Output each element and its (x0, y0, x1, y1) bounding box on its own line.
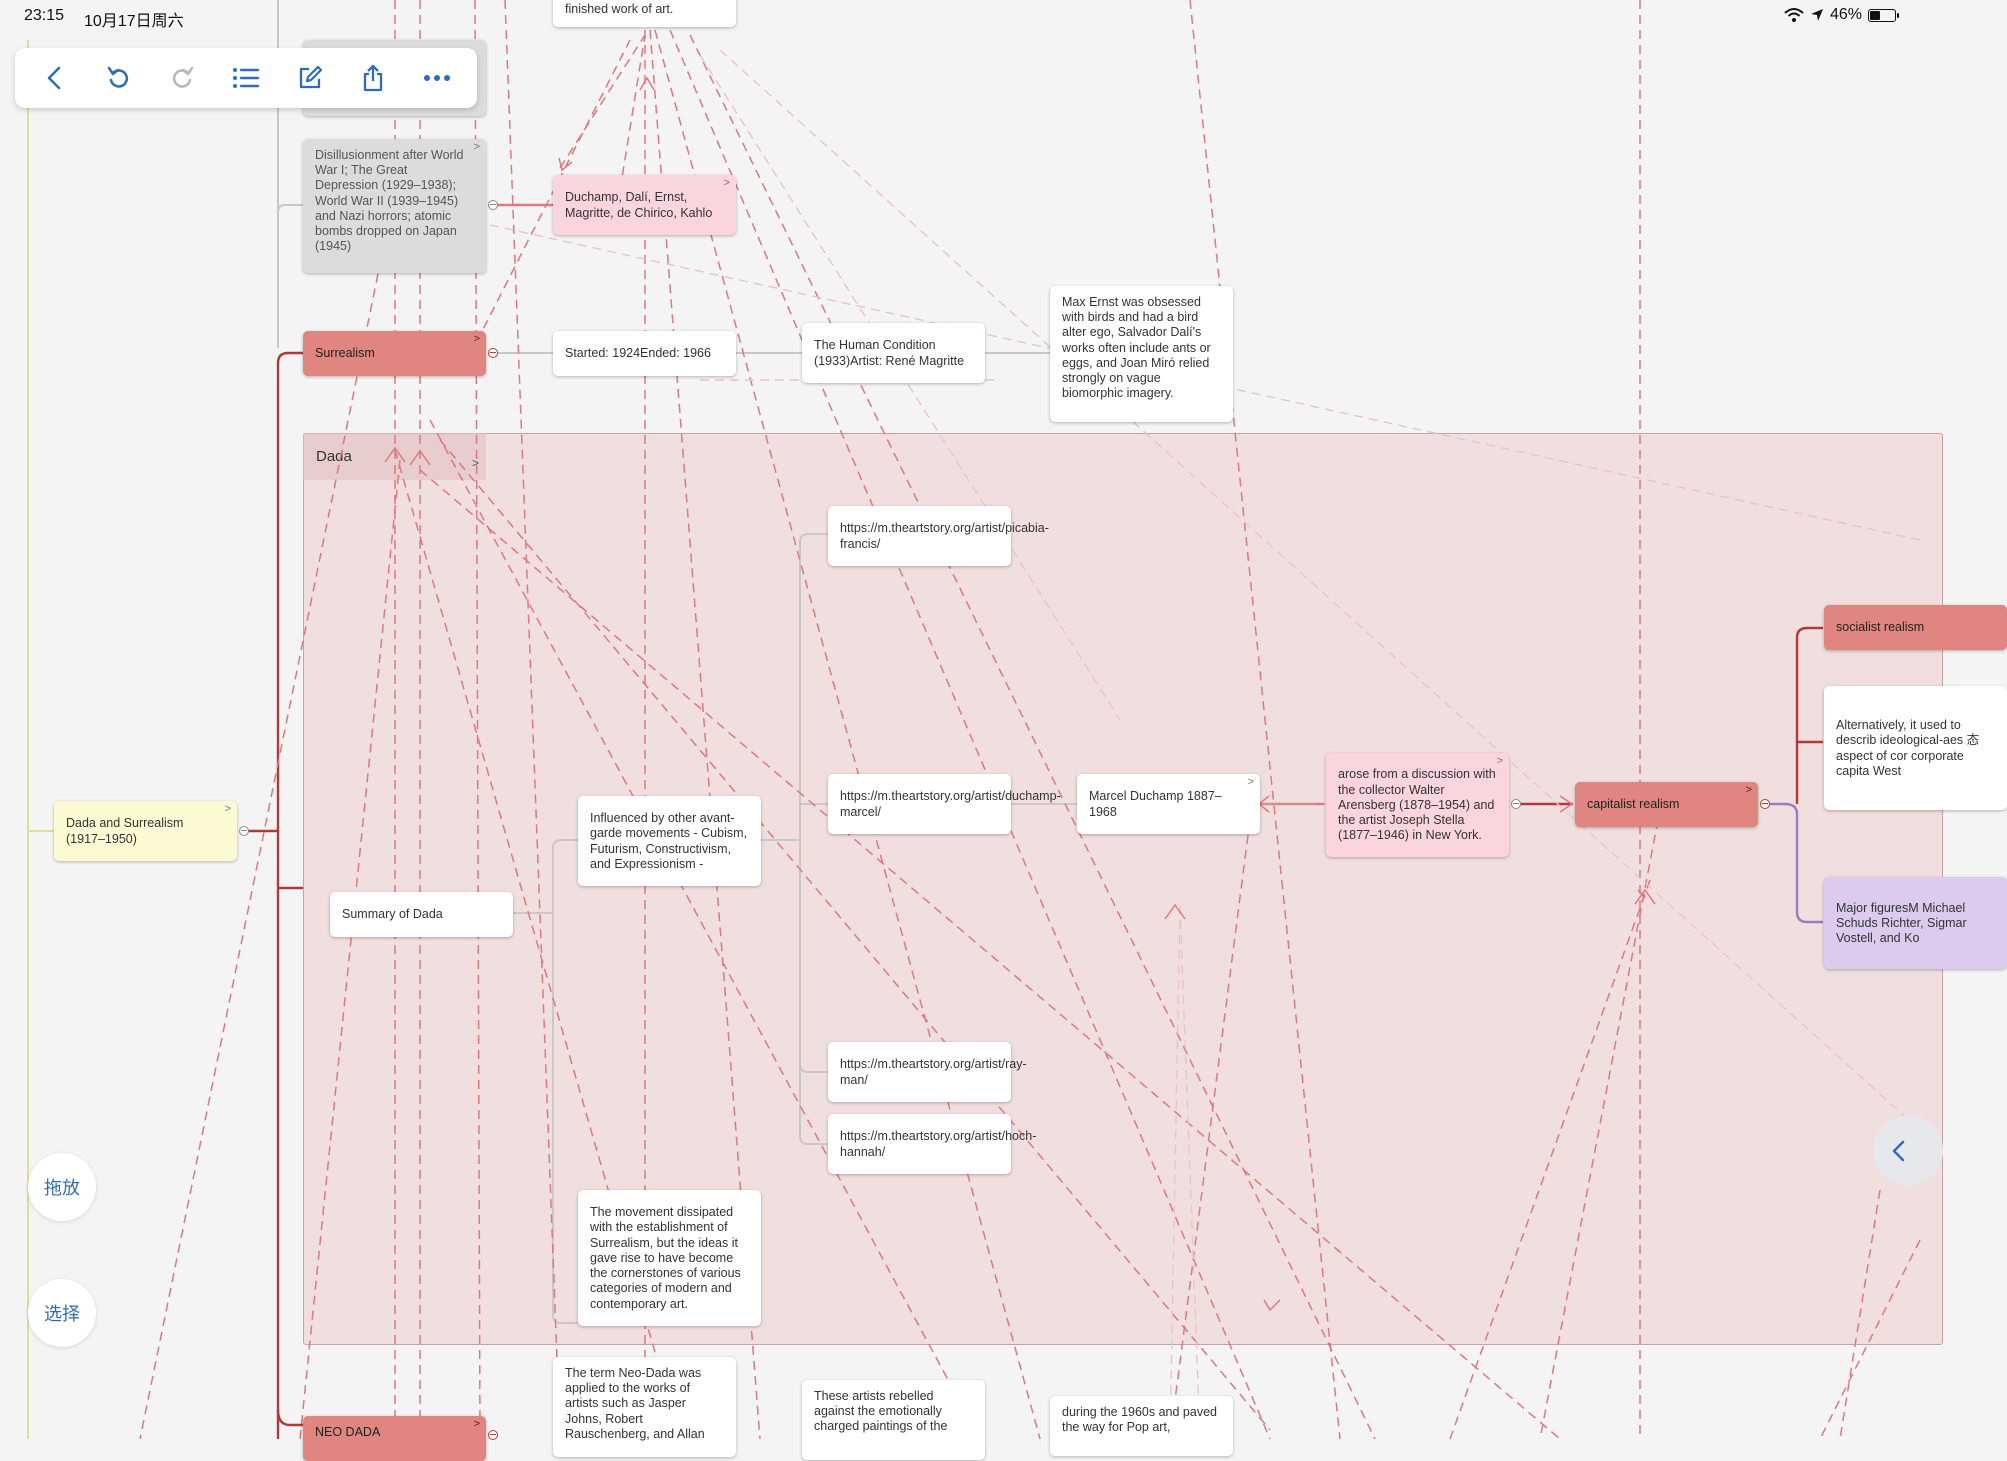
location-arrow-icon (1810, 9, 1823, 21)
node-socialist-realism[interactable]: socialist realism (1824, 605, 2007, 650)
node-artists-rebelled[interactable]: These artists rebelled against the emoti… (802, 1380, 985, 1460)
node-text: arose from a discussion with the collect… (1338, 767, 1496, 843)
outline-list-icon (232, 68, 260, 88)
node-alternatively[interactable]: Alternatively, it used to describ ideolo… (1824, 686, 2007, 810)
chevron-right-icon[interactable]: > (224, 803, 231, 815)
node-text: Duchamp, Dalí, Ernst, Magritte, de Chiri… (565, 190, 713, 220)
outline-button[interactable] (226, 58, 266, 98)
node-human-condition[interactable]: The Human Condition (1933)Artist: René M… (802, 323, 985, 383)
undo-button[interactable] (99, 58, 139, 98)
node-text: Max Ernst was obsessed with birds and ha… (1062, 295, 1211, 401)
drag-drop-label: 拖放 (44, 1178, 80, 1199)
node-marcel-duchamp[interactable]: Marcel Duchamp 1887–1968 > (1077, 774, 1260, 834)
select-label: 选择 (44, 1304, 80, 1325)
collapse-toggle[interactable] (1760, 799, 1770, 809)
redo-icon (173, 66, 194, 88)
drag-drop-button[interactable]: 拖放 (28, 1153, 96, 1221)
back-icon (47, 66, 61, 90)
collapse-toggle[interactable] (239, 826, 249, 836)
node-neo-dada-term[interactable]: The term Neo-Dada was applied to the wor… (553, 1357, 736, 1457)
dada-boundary-title: Dada (316, 448, 352, 465)
node-text: https://m.theartstory.org/artist/ray-man… (840, 1057, 1027, 1087)
edit-icon (299, 65, 322, 89)
top-toolbar (15, 48, 477, 108)
node-text: finished work of art. (565, 2, 674, 17)
node-neo-dada[interactable]: NEO DADA > (303, 1416, 486, 1461)
node-influenced[interactable]: Influenced by other avant-garde movement… (578, 796, 761, 886)
node-text: during the 1960s and paved the way for P… (1062, 1405, 1217, 1435)
node-text: Major figuresM Michael Schuds Richter, S… (1836, 900, 1967, 946)
node-movement-dissipated[interactable]: The movement dissipated with the establi… (578, 1190, 761, 1326)
undo-icon (107, 66, 128, 88)
node-text: The term Neo-Dada was applied to the wor… (565, 1366, 705, 1441)
battery-icon (1868, 8, 1899, 22)
node-url-duchamp[interactable]: https://m.theartstory.org/artist/duchamp… (828, 774, 1061, 834)
node-surrealism[interactable]: Surrealism > (303, 331, 486, 376)
node-text: Disillusionment after World War I; The G… (315, 148, 464, 254)
more-button[interactable] (417, 58, 457, 98)
node-url-ray-man[interactable]: https://m.theartstory.org/artist/ray-man… (828, 1042, 1027, 1102)
status-indicators: 46% (1784, 6, 1899, 24)
wifi-icon (1784, 8, 1804, 22)
node-disillusionment[interactable]: Disillusionment after World War I; The G… (303, 139, 486, 273)
node-text: Alternatively, it used to describ ideolo… (1836, 718, 1980, 778)
node-top-artwork[interactable]: finished work of art. (553, 0, 736, 27)
more-icon (424, 75, 451, 81)
status-time: 23:15 (24, 7, 65, 24)
node-text: https://m.theartstory.org/artist/hoch-ha… (840, 1129, 1037, 1159)
collapse-toggle[interactable] (488, 200, 498, 210)
chevron-right-icon[interactable]: > (1745, 784, 1752, 796)
chevron-right-icon[interactable]: > (473, 1418, 480, 1430)
chevron-left-icon (1892, 1140, 1905, 1162)
redo-button[interactable] (162, 58, 202, 98)
share-icon (364, 64, 383, 92)
node-text: socialist realism (1836, 620, 1925, 635)
node-major-figures[interactable]: Major figuresM Michael Schuds Richter, S… (1824, 877, 2007, 969)
chevron-right-icon[interactable]: > (473, 141, 480, 153)
node-arose-from-discussion[interactable]: arose from a discussion with the collect… (1326, 753, 1509, 857)
node-text: Marcel Duchamp 1887–1968 (1089, 789, 1222, 819)
node-text: Surrealism (315, 346, 375, 361)
node-text: https://m.theartstory.org/artist/picabia… (840, 521, 1049, 551)
node-dada-and-surrealism[interactable]: Dada and Surrealism (1917–1950) > (54, 801, 237, 861)
chevron-right-icon[interactable]: > (1247, 776, 1254, 788)
node-dates[interactable]: Started: 1924Ended: 1966 (553, 331, 736, 376)
battery-percent: 46% (1829, 6, 1862, 23)
node-text: These artists rebelled against the emoti… (814, 1389, 948, 1434)
node-text: capitalist realism (1587, 797, 1680, 812)
collapse-toggle[interactable] (488, 348, 498, 358)
node-url-picabia[interactable]: https://m.theartstory.org/artist/picabia… (828, 506, 1049, 566)
back-button[interactable] (35, 58, 75, 98)
status-bar: 23:15 10月17日周六 46% (0, 0, 1920, 32)
node-text: Influenced by other avant-garde movement… (590, 811, 748, 871)
node-text: Summary of Dada (342, 907, 443, 922)
node-url-hoch[interactable]: https://m.theartstory.org/artist/hoch-ha… (828, 1114, 1036, 1174)
collapse-toggle[interactable] (488, 1430, 498, 1440)
chevron-right-icon[interactable]: > (723, 177, 730, 189)
node-text: Started: 1924Ended: 1966 (565, 346, 711, 361)
chevron-right-icon[interactable]: > (1496, 755, 1503, 767)
side-panel-toggle[interactable] (1873, 1116, 1943, 1186)
node-capitalist-realism[interactable]: capitalist realism > (1575, 782, 1758, 827)
node-text: Dada and Surrealism (1917–1950) (66, 816, 184, 846)
node-text: https://m.theartstory.org/artist/duchamp… (840, 789, 1061, 819)
node-text: The movement dissipated with the establi… (590, 1205, 741, 1311)
select-button[interactable]: 选择 (28, 1279, 96, 1347)
node-max-ernst[interactable]: Max Ernst was obsessed with birds and ha… (1050, 286, 1233, 422)
dada-boundary[interactable] (303, 433, 1943, 1345)
node-artists[interactable]: Duchamp, Dalí, Ernst, Magritte, de Chiri… (553, 175, 736, 235)
chevron-right-icon[interactable]: > (472, 456, 480, 470)
node-text: The Human Condition (1933)Artist: René M… (814, 338, 965, 368)
collapse-toggle[interactable] (1511, 799, 1521, 809)
share-button[interactable] (353, 58, 393, 98)
chevron-right-icon[interactable]: > (473, 333, 480, 345)
node-during-1960s[interactable]: during the 1960s and paved the way for P… (1050, 1396, 1233, 1456)
node-summary-of-dada[interactable]: Summary of Dada (330, 892, 513, 937)
node-text: NEO DADA (315, 1425, 381, 1439)
status-date: 10月17日周六 (84, 13, 184, 30)
edit-button[interactable] (290, 58, 330, 98)
